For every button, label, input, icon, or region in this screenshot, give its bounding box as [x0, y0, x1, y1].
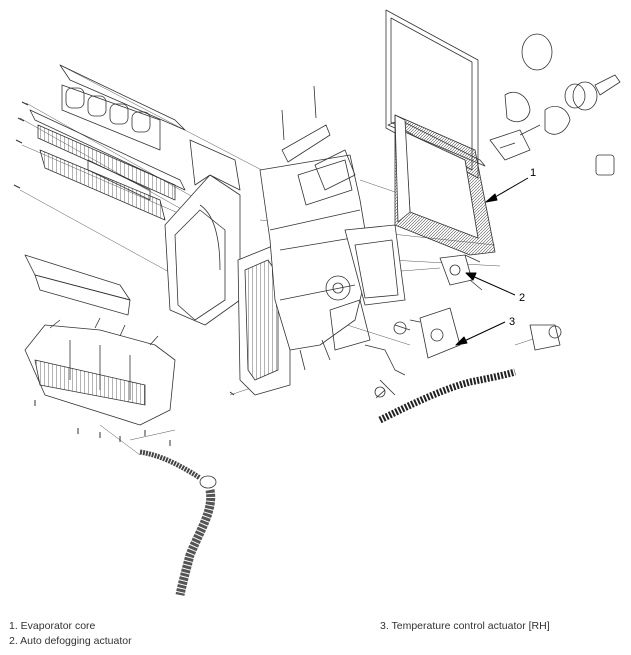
- legend-right: 3. Temperature control actuator [RH]: [380, 619, 550, 634]
- callout-arrows: [455, 177, 529, 346]
- hvac-case: [164, 139, 406, 396]
- auto-defogging-actuator: [439, 254, 483, 291]
- legend-item-temperature-control-actuator: 3. Temperature control actuator [RH]: [380, 620, 550, 632]
- legend-item-evaporator-core: 1. Evaporator core: [9, 620, 96, 632]
- hvac-exploded-diagram: 1 2 3: [13, 9, 621, 596]
- screws-bottom: [34, 391, 235, 446]
- wiring-harness: [364, 324, 562, 424]
- callout-1: 1: [530, 167, 536, 179]
- air-doors-left: [29, 64, 186, 221]
- temperature-control-actuator: [393, 307, 461, 359]
- screws-left: [13, 101, 29, 189]
- legend-left: 1. Evaporator core 2. Auto defogging act…: [9, 619, 132, 649]
- callout-2: 2: [519, 292, 525, 304]
- legend-item-auto-defogging-actuator: 2. Auto defogging actuator: [9, 635, 132, 647]
- callout-3: 3: [509, 316, 515, 328]
- bracket-top: [281, 85, 331, 163]
- lower-case: [24, 254, 176, 426]
- drain-hose: [139, 449, 217, 596]
- pipe-fittings: [489, 33, 621, 176]
- evaporator-core: [385, 9, 496, 256]
